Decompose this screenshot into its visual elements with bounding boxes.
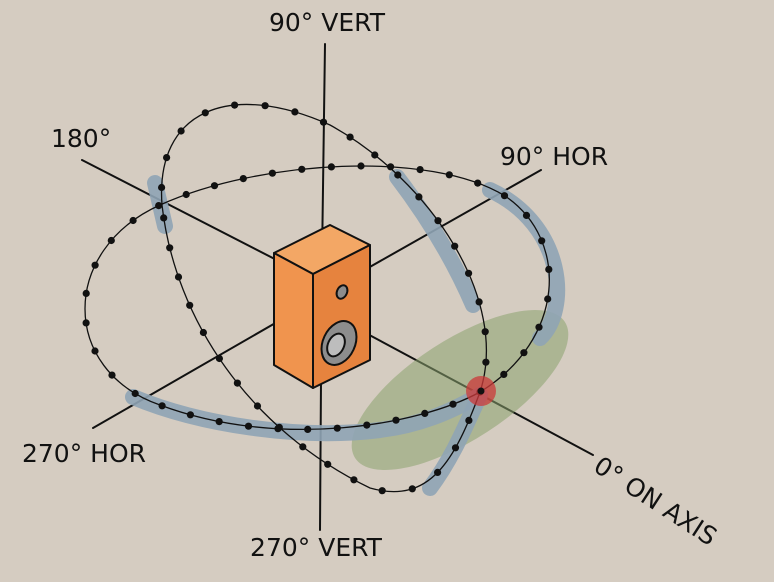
measurement-dot <box>233 379 241 387</box>
axis-line-90-hor <box>367 169 542 269</box>
measurement-dot <box>253 402 262 410</box>
measurement-dot <box>421 409 429 417</box>
measurement-dot <box>298 165 306 173</box>
axis-line-180 <box>81 159 301 273</box>
label-270-hor: 270° HOR <box>22 439 146 468</box>
measurement-dot <box>363 421 371 429</box>
measurement-dot <box>474 179 482 187</box>
measurement-dot <box>231 101 239 109</box>
measurement-dot <box>544 295 552 303</box>
measurement-dot <box>465 416 473 424</box>
measurement-dot <box>186 301 194 309</box>
axis-line-vertical-bottom <box>319 379 322 531</box>
measurement-dot <box>350 476 358 484</box>
measurement-dot <box>535 323 543 331</box>
label-180: 180° <box>51 124 111 153</box>
label-270-vert: 270° VERT <box>250 533 383 562</box>
highlight-band-vertical-upper <box>389 169 481 313</box>
measurement-dot <box>210 182 219 190</box>
tweeter-icon <box>335 284 349 300</box>
measurement-dot <box>357 162 365 170</box>
measurement-dot <box>481 328 489 336</box>
measurement-dot <box>333 424 341 432</box>
measurement-dot <box>465 269 473 277</box>
measurement-dot <box>434 468 442 476</box>
measurement-dot <box>451 242 459 250</box>
measurement-dot <box>177 127 185 135</box>
speaker-box-icon <box>273 224 371 389</box>
measurement-dot <box>500 192 509 200</box>
measurement-dot <box>451 444 460 452</box>
polar-measurement-dots <box>82 101 553 495</box>
measurement-dot <box>500 370 508 378</box>
measurement-dot <box>91 261 99 269</box>
measurement-dot <box>174 273 183 281</box>
measurement-dot <box>415 193 423 201</box>
measurement-dot <box>520 349 528 357</box>
measurement-dot <box>129 216 137 225</box>
measurement-dot <box>475 298 483 306</box>
measurement-dot <box>394 171 402 179</box>
highlight-band-right <box>482 182 566 346</box>
measurement-dot <box>319 118 328 126</box>
measurement-dot <box>82 319 90 327</box>
measurement-dot <box>131 389 139 398</box>
measurement-dot <box>545 265 553 273</box>
measurement-dot <box>299 443 307 451</box>
measurement-dot <box>166 244 174 252</box>
on-axis-point-center <box>477 387 485 395</box>
measurement-dot <box>275 423 283 431</box>
measurement-dot <box>239 175 247 183</box>
measurement-dot <box>408 485 416 493</box>
measurement-dot <box>82 289 90 297</box>
measurement-dot <box>108 371 116 379</box>
measurement-dot <box>346 133 354 141</box>
speaker-left-face <box>273 252 314 389</box>
measurement-dot <box>416 166 424 174</box>
measurement-dot <box>392 416 400 424</box>
measurement-dot <box>387 163 395 171</box>
label-0-on-axis: 0° ON AXIS <box>589 451 722 552</box>
measurement-dot <box>158 183 166 192</box>
measurement-dot <box>449 400 457 408</box>
measurement-dot <box>244 422 253 430</box>
axis-line-270-hor <box>92 309 299 429</box>
measurement-dot <box>201 109 209 117</box>
measurement-dot <box>215 354 223 363</box>
measurement-dot <box>199 328 207 337</box>
label-90-hor: 90° HOR <box>500 142 608 171</box>
measurement-dot <box>158 402 166 410</box>
measurement-dot <box>378 487 386 495</box>
measurement-dot <box>160 214 168 222</box>
measurement-dot <box>538 237 546 245</box>
measurement-dot <box>186 411 194 419</box>
measurement-dot <box>371 151 379 159</box>
measurement-dot <box>522 211 531 219</box>
measurement-dot <box>324 460 332 468</box>
measurement-dot <box>182 190 190 199</box>
measurement-dot <box>445 171 453 179</box>
axis-line-vertical-top <box>321 43 326 261</box>
measurement-dot <box>163 154 171 162</box>
measurement-dot <box>215 418 223 426</box>
measurement-dot <box>291 108 299 116</box>
measurement-dot <box>482 358 490 366</box>
woofer-cone <box>326 332 346 358</box>
measurement-dot <box>107 236 115 245</box>
label-90-vert: 90° VERT <box>269 8 386 37</box>
measurement-dot <box>261 102 269 110</box>
measurement-dot <box>268 169 276 177</box>
measurement-dot <box>434 217 442 225</box>
measurement-dot <box>327 163 335 171</box>
measurement-dot <box>91 347 99 355</box>
measurement-dot <box>155 202 163 210</box>
measurement-dot <box>304 425 312 433</box>
